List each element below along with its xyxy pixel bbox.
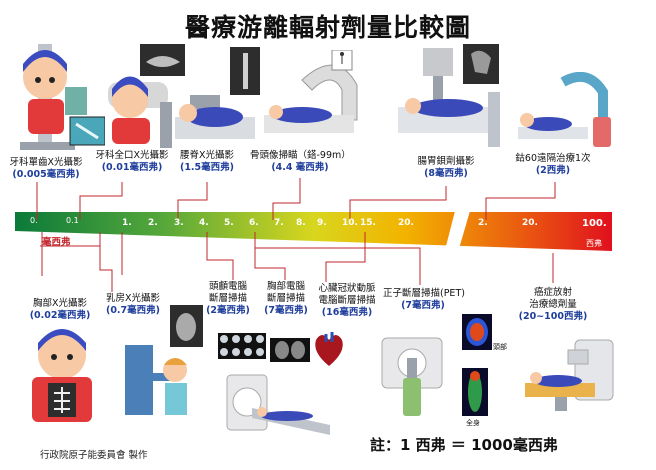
gi-barium-illustration [398,44,500,147]
dental-panoramic-xray-illustration [108,44,185,148]
tick-label: 7. [274,218,284,228]
bone-scan-label: 骨頭像掃瞄（鎝-99m）(4.4 毫西弗) [250,150,351,173]
chest-xray-illustration [32,329,92,422]
dental-panoramic-label: 牙科全口X光攝影(0.01毫西弗) [95,150,169,173]
dental-single-label: 牙科單齒X光攝影(0.005毫西弗) [9,157,83,180]
heart-illustration [315,332,343,366]
cobalt60-label: 鈷60遠隔治療1次(2西弗) [515,153,591,176]
tick-label: 100. [582,218,607,229]
bottom-leaders [41,232,554,292]
bone-scan-illustration [264,50,358,133]
tick-label: 8. [296,218,306,228]
radiotherapy-label: 癌症放射治療總劑量(20~100西弗) [518,287,588,322]
lumbar-label: 腰脊X光攝影(1.5毫西弗) [179,150,234,173]
unit-left-label: 毫西弗 [42,237,71,248]
tick-label: 5. [224,218,234,228]
chest-ct-image [270,338,310,362]
tick-label: 9. [317,218,327,228]
mammography-illustration [125,305,203,415]
tick-label: 1. [122,218,132,228]
top-leaders [36,178,556,220]
tick-label: 2. [148,218,158,228]
pet-body-image [462,368,488,416]
tick-label: 4. [199,218,209,228]
dental-single-xray-illustration [20,44,105,150]
radiotherapy-illustration [525,339,614,411]
ct-scanner-illustration [226,374,330,435]
tick-label: 3. [174,218,184,228]
chest-ct-label: 胸部電腦斷層掃描(7毫西弗) [264,281,308,316]
tick-label: 2. [478,218,488,228]
chest-xray-label: 胸部X光攝影(0.02毫西弗) [29,298,91,321]
tick-label: 20. [522,218,538,228]
head-ct-images [218,333,266,359]
gi-barium-label: 腸胃鋇劑攝影(8毫西弗) [417,156,475,179]
unit-conversion-note: 註：1 西弗 ＝ 1000毫西弗 [370,436,558,454]
tick-label: 0. [30,216,38,225]
tick-label: 20. [398,218,414,228]
mammography-label: 乳房X光攝影(0.7毫西弗) [105,293,160,316]
tick-label: 6. [249,218,259,228]
tick-label: 0.1 [66,216,79,225]
page-title: 醫療游離輻射劑量比較圖 [184,13,471,42]
pet-scanner-illustration [381,337,443,416]
lumbar-xray-illustration [175,47,260,139]
tick-label: 15. [360,218,376,228]
pet-body-caption: 全身 [466,419,480,427]
coronary-ct-label: 心臟冠狀動脈電腦斷層掃描(16毫西弗) [318,283,376,318]
pet-head-image [462,314,492,350]
head-ct-label: 頭顱電腦斷層掃描(2毫西弗) [206,281,250,316]
credit-footer: 行政院原子能委員會 製作 [40,450,148,461]
unit-right-label: 西弗 [586,239,602,248]
pet-label: 正子斷層掃描(PET)(7毫西弗) [383,288,465,311]
tick-label: 10. [342,218,358,228]
scale-break [445,211,470,252]
cobalt60-therapy-illustration [518,72,611,147]
pet-head-caption: 頭部 [493,343,507,351]
